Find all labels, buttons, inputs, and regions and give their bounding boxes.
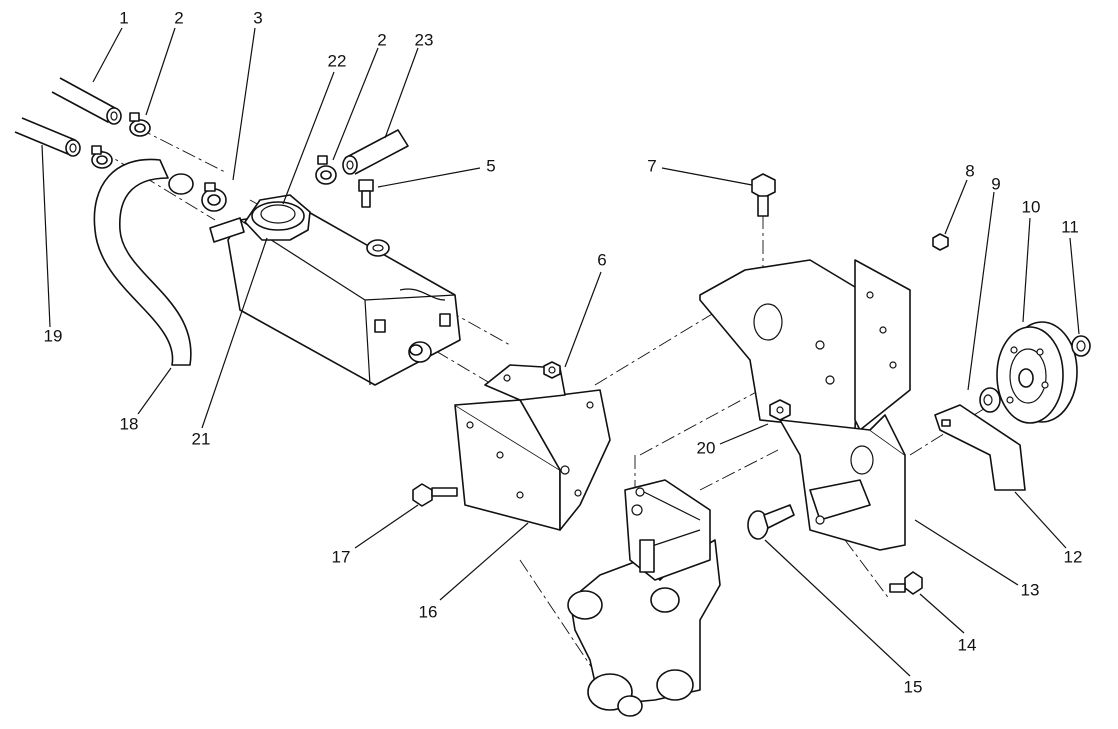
frame-bracket-13 bbox=[699, 259, 911, 551]
nut-8 bbox=[932, 233, 949, 251]
hose-clamp-2c bbox=[315, 155, 337, 185]
reservoir-cap-22 bbox=[244, 194, 311, 241]
carriage-bolt-15 bbox=[747, 504, 795, 540]
callout-20: 20 bbox=[697, 438, 716, 457]
hose-1 bbox=[51, 77, 122, 125]
coolant-reservoir-tank bbox=[209, 209, 461, 386]
callout-8: 8 bbox=[965, 161, 974, 180]
callout-1: 1 bbox=[119, 8, 128, 27]
nut-6 bbox=[543, 361, 561, 379]
callout-21: 21 bbox=[192, 429, 211, 448]
hose-clamp-2a bbox=[129, 112, 151, 137]
callout-17: 17 bbox=[332, 547, 351, 566]
hose-clamp-2b bbox=[91, 145, 113, 169]
bracket-16 bbox=[454, 364, 611, 531]
idler-pulley-10 bbox=[996, 321, 1078, 424]
callout-11: 11 bbox=[1061, 217, 1079, 236]
callout-6: 6 bbox=[597, 250, 606, 269]
callout-23: 23 bbox=[415, 30, 434, 49]
callout-14: 14 bbox=[958, 635, 977, 654]
screw-14 bbox=[889, 571, 923, 595]
hose-18 bbox=[93, 158, 194, 366]
callout-16: 16 bbox=[419, 602, 438, 621]
callout-10: 10 bbox=[1022, 197, 1041, 216]
callout-3: 3 bbox=[253, 8, 262, 27]
nut-20 bbox=[769, 399, 791, 421]
callout-19: 19 bbox=[44, 326, 63, 345]
pump-assembly bbox=[567, 479, 721, 717]
callout-2a: 2 bbox=[174, 8, 183, 27]
callout-9: 9 bbox=[991, 174, 1000, 193]
hose-clamp-3 bbox=[201, 182, 227, 212]
callout-22: 22 bbox=[328, 51, 347, 70]
belt-guide-12 bbox=[934, 404, 1026, 491]
screw-17 bbox=[412, 483, 458, 507]
callout-15: 15 bbox=[904, 677, 923, 696]
hose-23 bbox=[342, 129, 409, 175]
callout-13: 13 bbox=[1021, 580, 1040, 599]
washer-11 bbox=[1071, 335, 1091, 357]
callout-leaders bbox=[41, 27, 1080, 677]
spacer-9 bbox=[979, 387, 1001, 413]
callout-5: 5 bbox=[486, 156, 495, 175]
callout-18: 18 bbox=[120, 414, 139, 433]
bolt-7 bbox=[751, 173, 776, 217]
hose-19 bbox=[14, 117, 81, 157]
callout-12: 12 bbox=[1064, 547, 1083, 566]
bolt-5 bbox=[358, 179, 374, 208]
callout-2b: 2 bbox=[377, 30, 386, 49]
callout-labels: 1 2 3 22 2 23 5 7 8 9 10 11 6 19 18 21 2… bbox=[44, 8, 1083, 696]
callout-7: 7 bbox=[647, 156, 656, 175]
